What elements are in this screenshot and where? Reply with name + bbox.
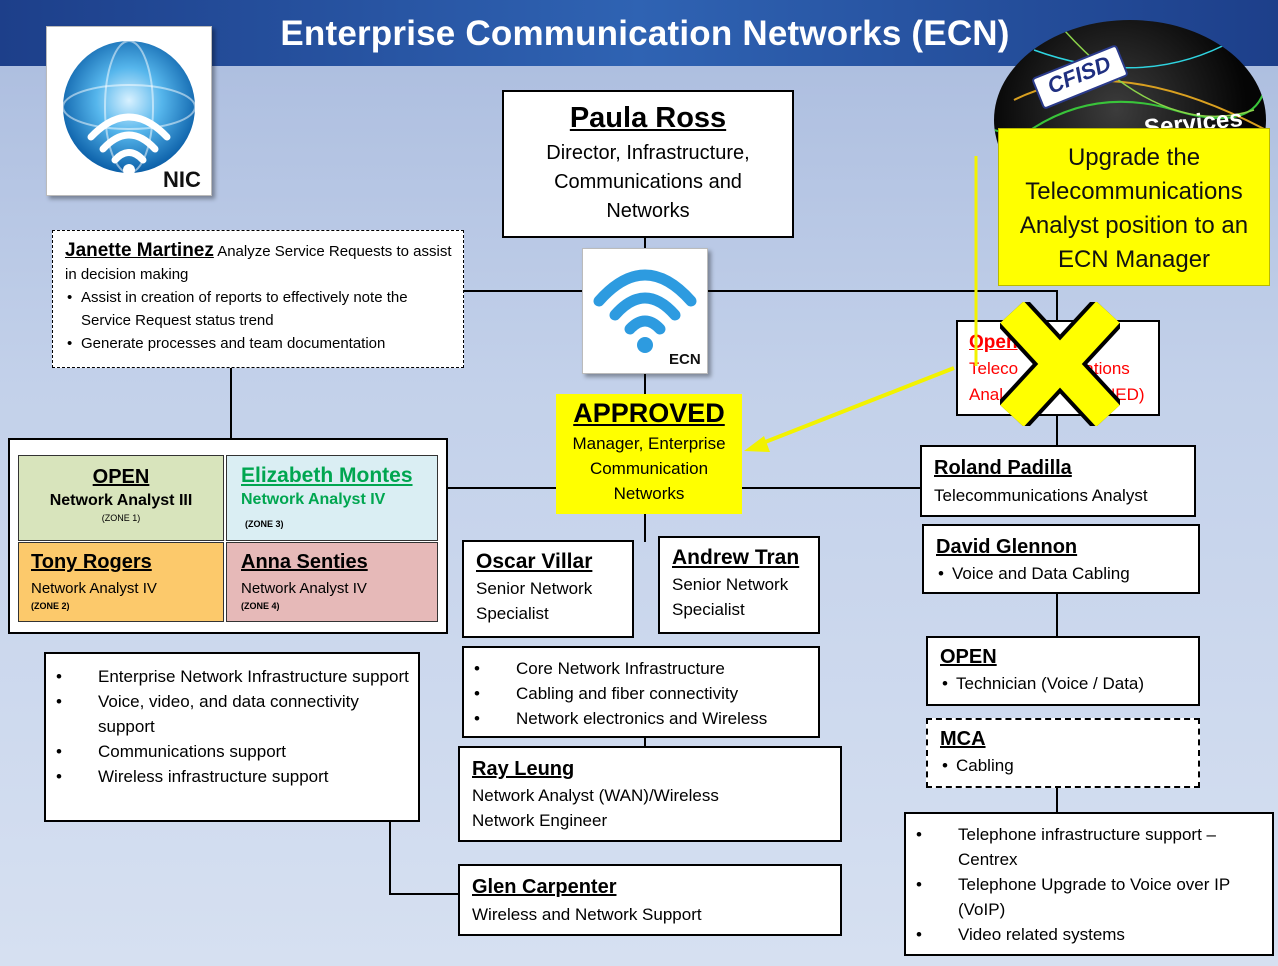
roland-box: Roland Padilla Telecommunications Analys…	[920, 445, 1196, 517]
analyst-card-zone1: OPEN Network Analyst III (ZONE 1)	[18, 455, 224, 541]
approved-heading: APPROVED	[573, 398, 725, 428]
glen-role: Wireless and Network Support	[472, 905, 702, 924]
andrew-name: Andrew Tran	[672, 546, 800, 569]
ray-name: Ray Leung	[472, 758, 575, 780]
andrew-role: Senior Network Specialist	[672, 575, 789, 619]
connector	[230, 366, 232, 440]
analyst-role: Network Analyst IV	[241, 491, 386, 508]
specialist-duty-list: Core Network Infrastructure Cabling and …	[464, 656, 818, 731]
connector	[740, 487, 922, 489]
open-telecom-heading: Open	[969, 332, 1018, 353]
analyst-role: Network Analyst IV	[241, 580, 367, 597]
wifi-icon	[593, 269, 697, 353]
analyst-zone: (ZONE 2)	[31, 601, 70, 611]
list-item: Voice and Data Cabling	[936, 564, 1198, 584]
nic-logo-text: NIC	[163, 167, 201, 192]
list-item: Cabling and fiber connectivity	[464, 681, 818, 706]
oscar-box: Oscar Villar Senior Network Specialist	[462, 540, 634, 638]
analyst-zone: (ZONE 4)	[241, 601, 280, 611]
janette-header: Janette Martinez Analyze Service Request…	[65, 239, 457, 286]
oscar-name: Oscar Villar	[476, 550, 593, 573]
removed-x-icon	[1000, 302, 1120, 426]
upgrade-callout: Upgrade the Telecommunications Analyst p…	[998, 128, 1270, 286]
ecn-logo: ECN	[582, 248, 708, 374]
connector	[446, 487, 558, 489]
connector	[1056, 415, 1058, 447]
specialist-duties-box: Core Network Infrastructure Cabling and …	[462, 646, 820, 738]
analyst-duty-list: Enterprise Network Infrastructure suppor…	[46, 664, 418, 789]
connector	[389, 820, 391, 894]
oscar-role: Senior Network Specialist	[476, 579, 593, 623]
andrew-box: Andrew Tran Senior Network Specialist	[658, 536, 820, 634]
list-item: Network electronics and Wireless	[464, 706, 818, 731]
analyst-card-zone4: Anna Senties Network Analyst IV (ZONE 4)	[226, 542, 438, 622]
analyst-name: OPEN	[92, 466, 150, 488]
list-item: Core Network Infrastructure	[464, 656, 818, 681]
david-name: David Glennon	[936, 536, 1078, 558]
ecn-logo-text: ECN	[669, 351, 701, 368]
mca-name: MCA	[940, 728, 986, 750]
page-title: Enterprise Communication Networks (ECN)	[280, 14, 1010, 53]
glen-name: Glen Carpenter	[472, 876, 617, 898]
list-item: Assist in creation of reports to effecti…	[65, 286, 457, 332]
telecom-duty-list: Telephone infrastructure support – Centr…	[906, 822, 1266, 947]
connector	[462, 290, 1058, 292]
ray-role: Network Analyst (WAN)/Wireless Network E…	[472, 786, 719, 830]
upgrade-callout-text: Upgrade the Telecommunications Analyst p…	[1019, 144, 1249, 273]
analyst-card-zone3: Elizabeth Montes Network Analyst IV (ZON…	[226, 455, 438, 541]
janette-name: Janette Martinez	[65, 240, 214, 261]
director-box: Paula Ross Director, Infrastructure, Com…	[502, 90, 794, 238]
connector	[389, 893, 459, 895]
david-box: David Glennon Voice and Data Cabling	[922, 524, 1200, 594]
list-item: Wireless infrastructure support	[46, 764, 418, 789]
roland-name: Roland Padilla	[934, 457, 1072, 479]
director-role: Director, Infrastructure, Communications…	[546, 142, 750, 222]
list-item: Communications support	[46, 739, 418, 764]
list-item: Enterprise Network Infrastructure suppor…	[46, 664, 418, 689]
ray-box: Ray Leung Network Analyst (WAN)/Wireless…	[458, 746, 842, 842]
analyst-name: Tony Rogers	[31, 551, 152, 573]
list-item: Telephone infrastructure support – Centr…	[906, 822, 1266, 872]
connector	[1056, 290, 1058, 322]
connector	[1056, 592, 1058, 638]
analyst-role: Network Analyst IV	[31, 580, 157, 597]
open-tech-box: OPEN Technician (Voice / Data)	[926, 636, 1200, 706]
connector	[1056, 786, 1058, 812]
connector	[644, 512, 646, 542]
list-item: Generate processes and team documentatio…	[65, 332, 457, 355]
janette-intro: Analyze Service Requests to assist in de…	[65, 243, 452, 283]
glen-box: Glen Carpenter Wireless and Network Supp…	[458, 864, 842, 936]
analyst-name: Anna Senties	[241, 551, 368, 573]
analyst-duties-box: Enterprise Network Infrastructure suppor…	[44, 652, 420, 822]
analyst-name: Elizabeth Montes	[241, 464, 413, 487]
analyst-zone: (ZONE 1)	[101, 513, 141, 523]
list-item: Voice, video, and data connectivity supp…	[46, 689, 418, 739]
list-item: Video related systems	[906, 922, 1266, 947]
approved-role: Manager, Enterprise Communication Networ…	[572, 434, 726, 503]
list-item: Cabling	[940, 756, 1198, 776]
telecom-duties-box: Telephone infrastructure support – Centr…	[904, 812, 1274, 956]
janette-box: Janette Martinez Analyze Service Request…	[52, 230, 464, 368]
roland-role: Telecommunications Analyst	[934, 486, 1148, 505]
david-duty-list: Voice and Data Cabling	[936, 564, 1198, 584]
approved-box: APPROVED Manager, Enterprise Communicati…	[556, 394, 742, 514]
janette-duty-list: Assist in creation of reports to effecti…	[65, 286, 457, 355]
globe-wifi-icon	[62, 40, 196, 176]
nic-logo: NIC	[46, 26, 212, 196]
director-name: Paula Ross	[569, 102, 727, 134]
analyst-role: Network Analyst III	[49, 492, 193, 509]
open-tech-duty-list: Technician (Voice / Data)	[940, 674, 1198, 694]
analyst-zone: (ZONE 3)	[245, 519, 284, 529]
open-tech-name: OPEN	[940, 646, 997, 668]
mca-box: MCA Cabling	[926, 718, 1200, 788]
list-item: Telephone Upgrade to Voice over IP (VoIP…	[906, 872, 1266, 922]
connector	[644, 736, 646, 748]
mca-duty-list: Cabling	[940, 756, 1198, 776]
list-item: Technician (Voice / Data)	[940, 674, 1198, 694]
analyst-card-zone2: Tony Rogers Network Analyst IV (ZONE 2)	[18, 542, 224, 622]
